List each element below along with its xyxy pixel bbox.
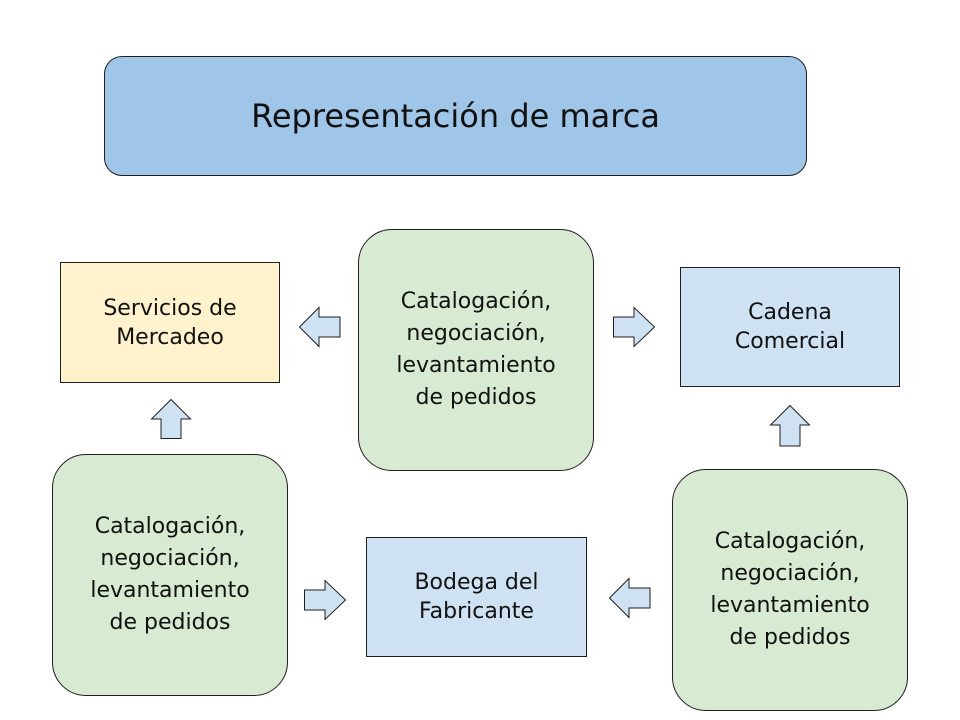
- arrow-left-icon: [298, 306, 341, 348]
- brand-representation-label: Representación de marca: [251, 97, 660, 135]
- arrow-right-icon: [304, 579, 347, 621]
- commercial-chain-box: Cadena Comercial: [680, 267, 900, 387]
- arrow-up-icon: [769, 404, 811, 447]
- commercial-chain-label: Cadena Comercial: [734, 300, 846, 354]
- manufacturer-warehouse-box: Bodega del Fabricante: [366, 537, 587, 657]
- process-box-top: Catalogación, negociación, levantamiento…: [358, 229, 594, 471]
- arrow-left-icon: [608, 577, 651, 619]
- marketing-services-label: Servicios de Mercadeo: [103, 295, 237, 350]
- manufacturer-warehouse-label: Bodega del Fabricante: [414, 570, 539, 624]
- process-box-left: Catalogación, negociación, levantamiento…: [52, 454, 288, 696]
- process-right-label: Catalogación, negociación, levantamiento…: [710, 529, 870, 650]
- brand-representation-box: Representación de marca: [104, 56, 807, 176]
- process-left-label: Catalogación, negociación, levantamiento…: [90, 514, 250, 635]
- arrow-right-icon: [613, 306, 656, 348]
- arrow-up-icon: [150, 398, 192, 439]
- marketing-services-box: Servicios de Mercadeo: [60, 262, 280, 383]
- process-box-right: Catalogación, negociación, levantamiento…: [672, 469, 908, 711]
- process-top-label: Catalogación, negociación, levantamiento…: [396, 289, 556, 410]
